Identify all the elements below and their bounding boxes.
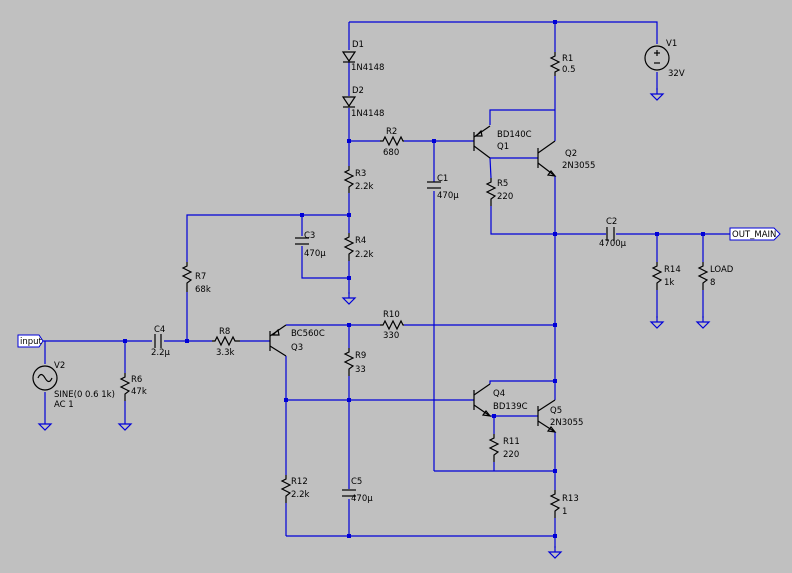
resistor-r11[interactable]: R11 220 — [488, 434, 520, 462]
d1-value: 1N4148 — [351, 63, 384, 73]
resistor-r7[interactable]: R7 68k — [181, 262, 211, 295]
c4-ref: C4 — [154, 325, 165, 335]
net-label-input[interactable]: input — [17, 334, 44, 348]
r13-value: 1 — [562, 507, 567, 517]
transistor-q1[interactable]: BD140C Q1 — [473, 125, 532, 159]
r11-ref: R11 — [503, 437, 520, 447]
junction-dots — [123, 20, 705, 538]
r7-value: 68k — [195, 285, 211, 295]
transistor-q5[interactable]: Q5 2N3055 — [537, 399, 583, 433]
c3-value: 470µ — [304, 249, 326, 259]
r2-value: 680 — [383, 148, 399, 158]
c5-value: 470µ — [351, 494, 373, 504]
load-ref: LOAD — [710, 265, 734, 275]
d1-ref: D1 — [352, 40, 364, 50]
resistor-load[interactable]: LOAD 8 — [697, 262, 734, 290]
ground-symbols — [38, 87, 710, 559]
v1-ref: V1 — [666, 39, 677, 49]
c4-value: 2.2µ — [151, 348, 171, 358]
r3-ref: R3 — [355, 169, 366, 179]
voltage-source-v2[interactable]: V2 SINE(0 0.6 1k) AC 1 — [32, 361, 115, 410]
q4-value: BD139C — [493, 402, 528, 412]
c1-ref: C1 — [437, 174, 448, 184]
r7-ref: R7 — [195, 272, 206, 282]
resistor-r2[interactable]: R2 680 — [380, 127, 404, 158]
resistor-r6[interactable]: R6 47k — [119, 373, 147, 401]
r4-ref: R4 — [355, 236, 366, 246]
resistor-r9[interactable]: R9 33 — [343, 348, 366, 376]
transistor-q4[interactable]: Q4 BD139C — [473, 383, 528, 417]
r14-ref: R14 — [664, 265, 681, 275]
net-label-out-main[interactable]: OUT_MAIN — [729, 227, 781, 241]
r8-ref: R8 — [219, 327, 230, 337]
voltage-source-v1[interactable]: V1 32V — [644, 39, 685, 79]
q5-value: 2N3055 — [550, 418, 583, 428]
r12-ref: R12 — [291, 477, 308, 487]
v2-value: SINE(0 0.6 1k) — [54, 390, 115, 400]
resistor-r4[interactable]: R4 2.2k — [343, 233, 374, 261]
resistor-r8[interactable]: R8 3.3k — [212, 327, 240, 358]
out-main-label: OUT_MAIN — [732, 230, 776, 240]
r5-value: 220 — [497, 192, 513, 202]
resistor-r5[interactable]: R5 220 — [485, 178, 513, 206]
q2-ref: Q2 — [565, 149, 577, 159]
c1-value: 470µ — [437, 191, 459, 201]
q2-value: 2N3055 — [562, 161, 595, 171]
r2-ref: R2 — [386, 127, 397, 137]
transistor-q2[interactable]: Q2 2N3055 — [537, 140, 595, 177]
r14-value: 1k — [664, 278, 674, 288]
capacitor-c1[interactable]: C1 470µ — [427, 174, 459, 201]
wires — [42, 21, 730, 548]
transistor-q3[interactable]: BC560C Q3 — [269, 324, 325, 357]
r6-ref: R6 — [131, 375, 142, 385]
q3-value: BC560C — [291, 329, 325, 339]
capacitor-c3[interactable]: C3 470µ — [295, 231, 326, 259]
r5-ref: R5 — [497, 179, 508, 189]
d2-ref: D2 — [352, 86, 364, 96]
r9-value: 33 — [355, 365, 366, 375]
q3-ref: Q3 — [291, 343, 303, 353]
c2-value: 4700µ — [599, 239, 627, 249]
r6-value: 47k — [131, 387, 147, 397]
resistor-r1[interactable]: R1 0.5 — [549, 52, 576, 76]
r11-value: 220 — [503, 450, 519, 460]
diode-d2[interactable]: D2 1N4148 — [341, 86, 384, 119]
resistor-r12[interactable]: R12 2.2k — [280, 475, 310, 503]
d2-value: 1N4148 — [351, 109, 384, 119]
load-value: 8 — [710, 278, 715, 288]
r3-value: 2.2k — [355, 182, 374, 192]
r10-value: 330 — [383, 331, 399, 341]
input-label: input — [20, 337, 43, 347]
r4-value: 2.2k — [355, 250, 374, 260]
resistor-r3[interactable]: R3 2.2k — [343, 166, 374, 193]
diode-d1[interactable]: D1 1N4148 — [341, 40, 384, 73]
q4-ref: Q4 — [493, 389, 505, 399]
c3-ref: C3 — [304, 231, 315, 241]
v2-ac-value: AC 1 — [54, 400, 74, 410]
r1-value: 0.5 — [562, 65, 576, 75]
r8-value: 3.3k — [216, 348, 235, 358]
r1-ref: R1 — [562, 54, 573, 64]
c5-ref: C5 — [351, 477, 362, 487]
v1-value: 32V — [668, 69, 685, 79]
r9-ref: R9 — [355, 351, 366, 361]
capacitor-c2[interactable]: C2 4700µ — [599, 217, 627, 249]
r12-value: 2.2k — [291, 490, 310, 500]
capacitor-c4[interactable]: C4 2.2µ — [151, 325, 171, 358]
q5-ref: Q5 — [550, 406, 562, 416]
q1-value: BD140C — [497, 130, 532, 140]
v2-ref: V2 — [54, 361, 65, 371]
resistor-r14[interactable]: R14 1k — [651, 262, 681, 290]
capacitor-c5[interactable]: C5 470µ — [342, 477, 373, 504]
r10-ref: R10 — [383, 310, 400, 320]
c2-ref: C2 — [606, 217, 617, 227]
resistor-r13[interactable]: R13 1 — [549, 490, 579, 518]
resistor-r10[interactable]: R10 330 — [380, 310, 404, 341]
r13-ref: R13 — [562, 494, 579, 504]
q1-ref: Q1 — [497, 142, 509, 152]
